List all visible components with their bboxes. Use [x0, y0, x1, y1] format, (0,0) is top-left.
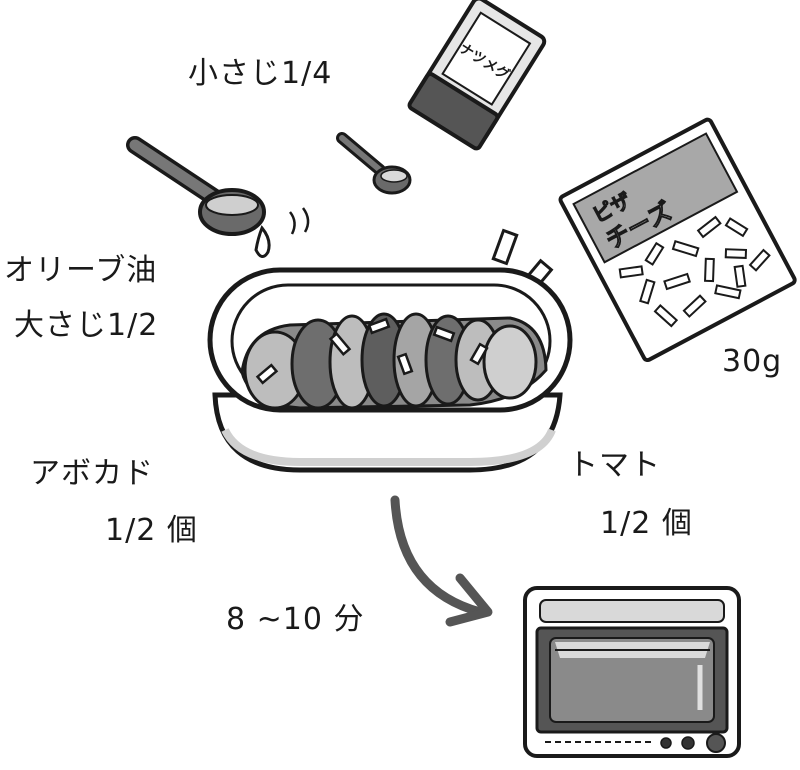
- tomato-quantity-label: 1/2 個: [600, 506, 693, 541]
- olive-oil-label: オリーブ油: [4, 253, 158, 288]
- bake-time-label: 8 ~10 分: [226, 602, 365, 637]
- avocado-quantity-label: 1/2 個: [105, 513, 198, 548]
- gratin-dish-icon: [207, 267, 573, 473]
- teaspoon-icon: [336, 132, 412, 195]
- avocado-label: アボカド: [30, 456, 154, 491]
- pizza-cheese-bag-icon: ピザ チーズ: [558, 117, 797, 363]
- cheese-weight-label: 30g: [722, 344, 783, 379]
- curved-arrow-icon: [390, 495, 493, 627]
- olive-oil-amount-label: 大さじ1/2: [14, 308, 159, 343]
- spice-shaker-icon: ナツメグ: [407, 0, 547, 151]
- salt-amount-label: 小さじ1/4: [188, 56, 333, 91]
- toaster-oven-icon: [523, 586, 741, 758]
- tomato-label: トマト: [568, 448, 661, 483]
- tablespoon-icon: [126, 136, 310, 258]
